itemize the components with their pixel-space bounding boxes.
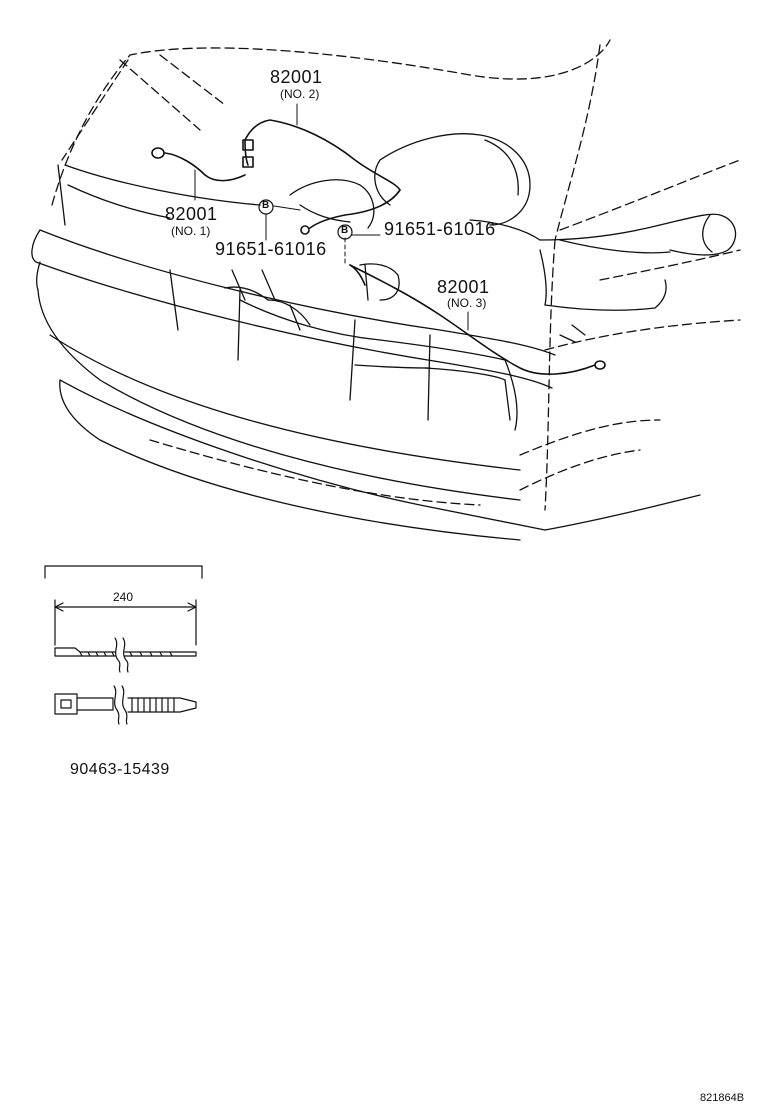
leader-lines xyxy=(194,103,469,331)
engine-components xyxy=(224,133,737,343)
part-sub-no3: (NO. 3) xyxy=(447,296,487,310)
part-number-82001-no2: 82001 xyxy=(270,67,323,87)
part-number-91651-61016-left: 91651-61016 xyxy=(215,239,327,259)
drawing-code: 821864B xyxy=(700,1092,745,1104)
badge-b-right xyxy=(337,224,353,240)
badge-b-right-label: B xyxy=(341,225,349,236)
part-sub-no2: (NO. 2) xyxy=(280,87,320,101)
part-number-90463-15439: 90463-15439 xyxy=(70,761,170,778)
dimension-240: 240 xyxy=(113,590,134,604)
cable-tie-detail xyxy=(44,565,203,725)
part-number-82001-no1: 82001 xyxy=(165,204,218,224)
badge-b-left xyxy=(258,199,274,215)
hood-outline xyxy=(51,39,741,511)
headlamp-area xyxy=(57,164,518,431)
wire-no1 xyxy=(151,147,246,182)
wire-no3 xyxy=(349,264,606,375)
wire-no2 xyxy=(242,119,401,235)
part-number-91651-61016-right: 91651-61016 xyxy=(384,219,496,239)
badge-b-left-label: B xyxy=(262,200,270,211)
bumper xyxy=(31,229,701,541)
part-sub-no1: (NO. 1) xyxy=(171,224,211,238)
part-number-82001-no3: 82001 xyxy=(437,277,490,297)
